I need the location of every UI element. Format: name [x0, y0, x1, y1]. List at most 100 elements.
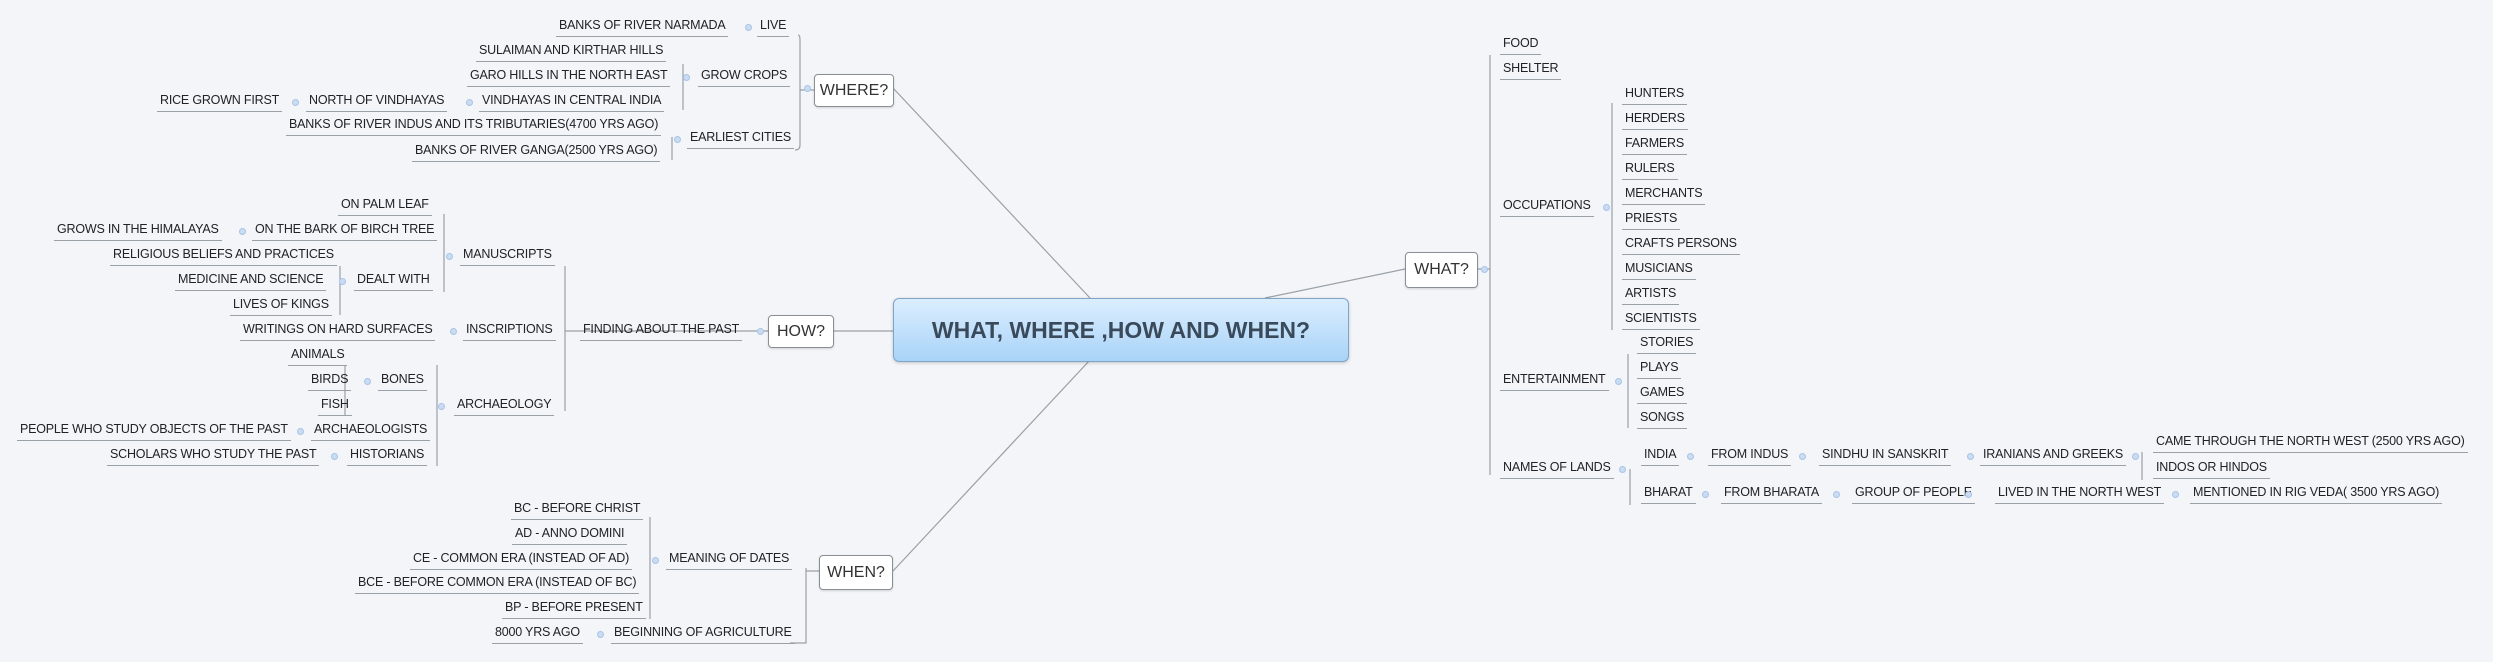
collapse-toggle-icon[interactable]: [2132, 453, 2139, 460]
collapse-toggle-icon[interactable]: [674, 136, 681, 143]
topic-what-lived-nw[interactable]: LIVED IN THE NORTH WEST: [1995, 485, 2165, 504]
collapse-toggle-icon[interactable]: [745, 24, 752, 31]
topic-how-religious[interactable]: RELIGIOUS BELIEFS AND PRACTICES: [110, 247, 337, 266]
collapse-toggle-icon[interactable]: [1967, 453, 1974, 460]
collapse-toggle-icon[interactable]: [339, 278, 346, 285]
topic-how-historians[interactable]: HISTORIANS: [347, 447, 428, 466]
collapse-toggle-icon[interactable]: [1619, 466, 1626, 473]
topic-how-birch[interactable]: ON THE BARK OF BIRCH TREE: [252, 222, 438, 241]
topic-what-rig-veda[interactable]: MENTIONED IN RIG VEDA( 3500 YRS AGO): [2190, 485, 2443, 504]
topic-how-dealt-with[interactable]: DEALT WITH: [354, 272, 433, 291]
topic-when-bp[interactable]: BP - BEFORE PRESENT: [502, 600, 646, 619]
topic-when-bc[interactable]: BC - BEFORE CHRIST: [511, 501, 644, 520]
topic-what-came-through[interactable]: CAME THROUGH THE NORTH WEST (2500 YRS AG…: [2153, 434, 2468, 453]
collapse-toggle-icon[interactable]: [1702, 491, 1709, 498]
topic-what-occupation-items-3[interactable]: RULERS: [1622, 161, 1678, 180]
topic-how-inscriptions[interactable]: INSCRIPTIONS: [463, 322, 556, 341]
topic-what-entertainment-items-0[interactable]: STORIES: [1637, 335, 1697, 354]
topic-what-occupation-items-2[interactable]: FARMERS: [1622, 136, 1688, 155]
topic-what-occupation-items-1[interactable]: HERDERS: [1622, 111, 1688, 130]
topic-where-grow-crops[interactable]: GROW CROPS: [698, 68, 791, 87]
collapse-toggle-icon[interactable]: [297, 428, 304, 435]
collapse-toggle-icon[interactable]: [331, 453, 338, 460]
topic-how-himalayas[interactable]: GROWS IN THE HIMALAYAS: [54, 222, 222, 241]
topic-what-from-indus[interactable]: FROM INDUS: [1708, 447, 1792, 466]
topic-how-kings[interactable]: LIVES OF KINGS: [230, 297, 332, 316]
topic-how-bones[interactable]: BONES: [378, 372, 427, 391]
collapse-toggle-icon[interactable]: [364, 378, 371, 385]
topic-what-indos[interactable]: INDOS OR HINDOS: [2153, 460, 2270, 479]
topic-how-palm-leaf[interactable]: ON PALM LEAF: [338, 197, 432, 216]
collapse-toggle-icon[interactable]: [1603, 204, 1610, 211]
collapse-toggle-icon[interactable]: [757, 328, 764, 335]
collapse-toggle-icon[interactable]: [466, 99, 473, 106]
topic-where-vindhayas-central[interactable]: VINDHAYAS IN CENTRAL INDIA: [479, 93, 665, 112]
topic-what-shelter[interactable]: SHELTER: [1500, 61, 1562, 80]
topic-what-occupation-items-6[interactable]: CRAFTS PERSONS: [1622, 236, 1740, 255]
topic-what-occupations[interactable]: OCCUPATIONS: [1500, 198, 1594, 217]
topic-what-occupation-items-0[interactable]: HUNTERS: [1622, 86, 1688, 105]
topic-how-people-study[interactable]: PEOPLE WHO STUDY OBJECTS OF THE PAST: [17, 422, 291, 441]
topic-what-iranians[interactable]: IRANIANS AND GREEKS: [1980, 447, 2126, 466]
topic-what-india[interactable]: INDIA: [1641, 447, 1680, 466]
topic-what-sindhu[interactable]: SINDHU IN SANSKRIT: [1819, 447, 1952, 466]
topic-where-ganga[interactable]: BANKS OF RIVER GANGA(2500 YRS AGO): [412, 143, 661, 162]
topic-where-narmada[interactable]: BANKS OF RIVER NARMADA: [556, 18, 729, 37]
where-topic[interactable]: WHERE?: [814, 74, 894, 107]
collapse-toggle-icon[interactable]: [2172, 491, 2179, 498]
topic-what-occupation-items-4[interactable]: MERCHANTS: [1622, 186, 1706, 205]
collapse-toggle-icon[interactable]: [239, 228, 246, 235]
topic-when-bce[interactable]: BCE - BEFORE COMMON ERA (INSTEAD OF BC): [355, 575, 640, 594]
topic-what-from-bharata[interactable]: FROM BHARATA: [1721, 485, 1823, 504]
topic-what-food[interactable]: FOOD: [1500, 36, 1542, 55]
topic-what-entertainment-items-2[interactable]: GAMES: [1637, 385, 1688, 404]
what-topic[interactable]: WHAT?: [1405, 252, 1478, 288]
topic-how-manuscripts[interactable]: MANUSCRIPTS: [460, 247, 555, 266]
collapse-toggle-icon[interactable]: [804, 85, 811, 92]
topic-where-sulaiman[interactable]: SULAIMAN AND KIRTHAR HILLS: [476, 43, 667, 62]
topic-what-occupation-items-8[interactable]: ARTISTS: [1622, 286, 1680, 305]
topic-where-earliest-cities[interactable]: EARLIEST CITIES: [687, 130, 794, 149]
topic-where-rice[interactable]: RICE GROWN FIRST: [157, 93, 283, 112]
topic-how-animals[interactable]: ANIMALS: [288, 347, 348, 366]
topic-what-entertainment[interactable]: ENTERTAINMENT: [1500, 372, 1609, 391]
when-topic[interactable]: WHEN?: [819, 555, 893, 590]
collapse-toggle-icon[interactable]: [683, 74, 690, 81]
collapse-toggle-icon[interactable]: [450, 328, 457, 335]
topic-what-entertainment-items-1[interactable]: PLAYS: [1637, 360, 1682, 379]
topic-how-archaeologists[interactable]: ARCHAEOLOGISTS: [311, 422, 431, 441]
how-topic[interactable]: HOW?: [768, 315, 834, 348]
collapse-toggle-icon[interactable]: [1481, 266, 1488, 273]
collapse-toggle-icon[interactable]: [292, 99, 299, 106]
topic-where-live[interactable]: LIVE: [757, 18, 790, 37]
topic-what-group[interactable]: GROUP OF PEOPLE: [1852, 485, 1975, 504]
collapse-toggle-icon[interactable]: [1799, 453, 1806, 460]
topic-how-scholars[interactable]: SCHOLARS WHO STUDY THE PAST: [107, 447, 320, 466]
topic-when-yrs8000[interactable]: 8000 YRS AGO: [492, 625, 583, 644]
topic-how-writings[interactable]: WRITINGS ON HARD SURFACES: [240, 322, 436, 341]
topic-how-birds[interactable]: BIRDS: [308, 372, 352, 391]
collapse-toggle-icon[interactable]: [1687, 453, 1694, 460]
topic-what-occupation-items-7[interactable]: MUSICIANS: [1622, 261, 1696, 280]
topic-what-occupation-items-9[interactable]: SCIENTISTS: [1622, 311, 1700, 330]
topic-when-agriculture[interactable]: BEGINNING OF AGRICULTURE: [611, 625, 795, 644]
topic-what-names-of-lands[interactable]: NAMES OF LANDS: [1500, 460, 1614, 479]
topic-how-fish[interactable]: FISH: [318, 397, 352, 416]
collapse-toggle-icon[interactable]: [597, 631, 604, 638]
collapse-toggle-icon[interactable]: [652, 557, 659, 564]
topic-where-garo[interactable]: GARO HILLS IN THE NORTH EAST: [467, 68, 671, 87]
topic-when-ce[interactable]: CE - COMMON ERA (INSTEAD OF AD): [410, 551, 633, 570]
topic-when-meaning[interactable]: MEANING OF DATES: [666, 551, 793, 570]
central-topic[interactable]: WHAT, WHERE ,HOW AND WHEN?: [893, 298, 1349, 362]
topic-where-north-vindhayas[interactable]: NORTH OF VINDHAYAS: [306, 93, 448, 112]
collapse-toggle-icon[interactable]: [1615, 378, 1622, 385]
topic-how-archaeology[interactable]: ARCHAEOLOGY: [454, 397, 555, 416]
topic-what-entertainment-items-3[interactable]: SONGS: [1637, 410, 1688, 429]
topic-what-occupation-items-5[interactable]: PRIESTS: [1622, 211, 1681, 230]
collapse-toggle-icon[interactable]: [1965, 491, 1972, 498]
topic-what-bharat[interactable]: BHARAT: [1641, 485, 1696, 504]
topic-how-medicine[interactable]: MEDICINE AND SCIENCE: [175, 272, 327, 291]
collapse-toggle-icon[interactable]: [446, 253, 453, 260]
collapse-toggle-icon[interactable]: [438, 403, 445, 410]
collapse-toggle-icon[interactable]: [1833, 491, 1840, 498]
